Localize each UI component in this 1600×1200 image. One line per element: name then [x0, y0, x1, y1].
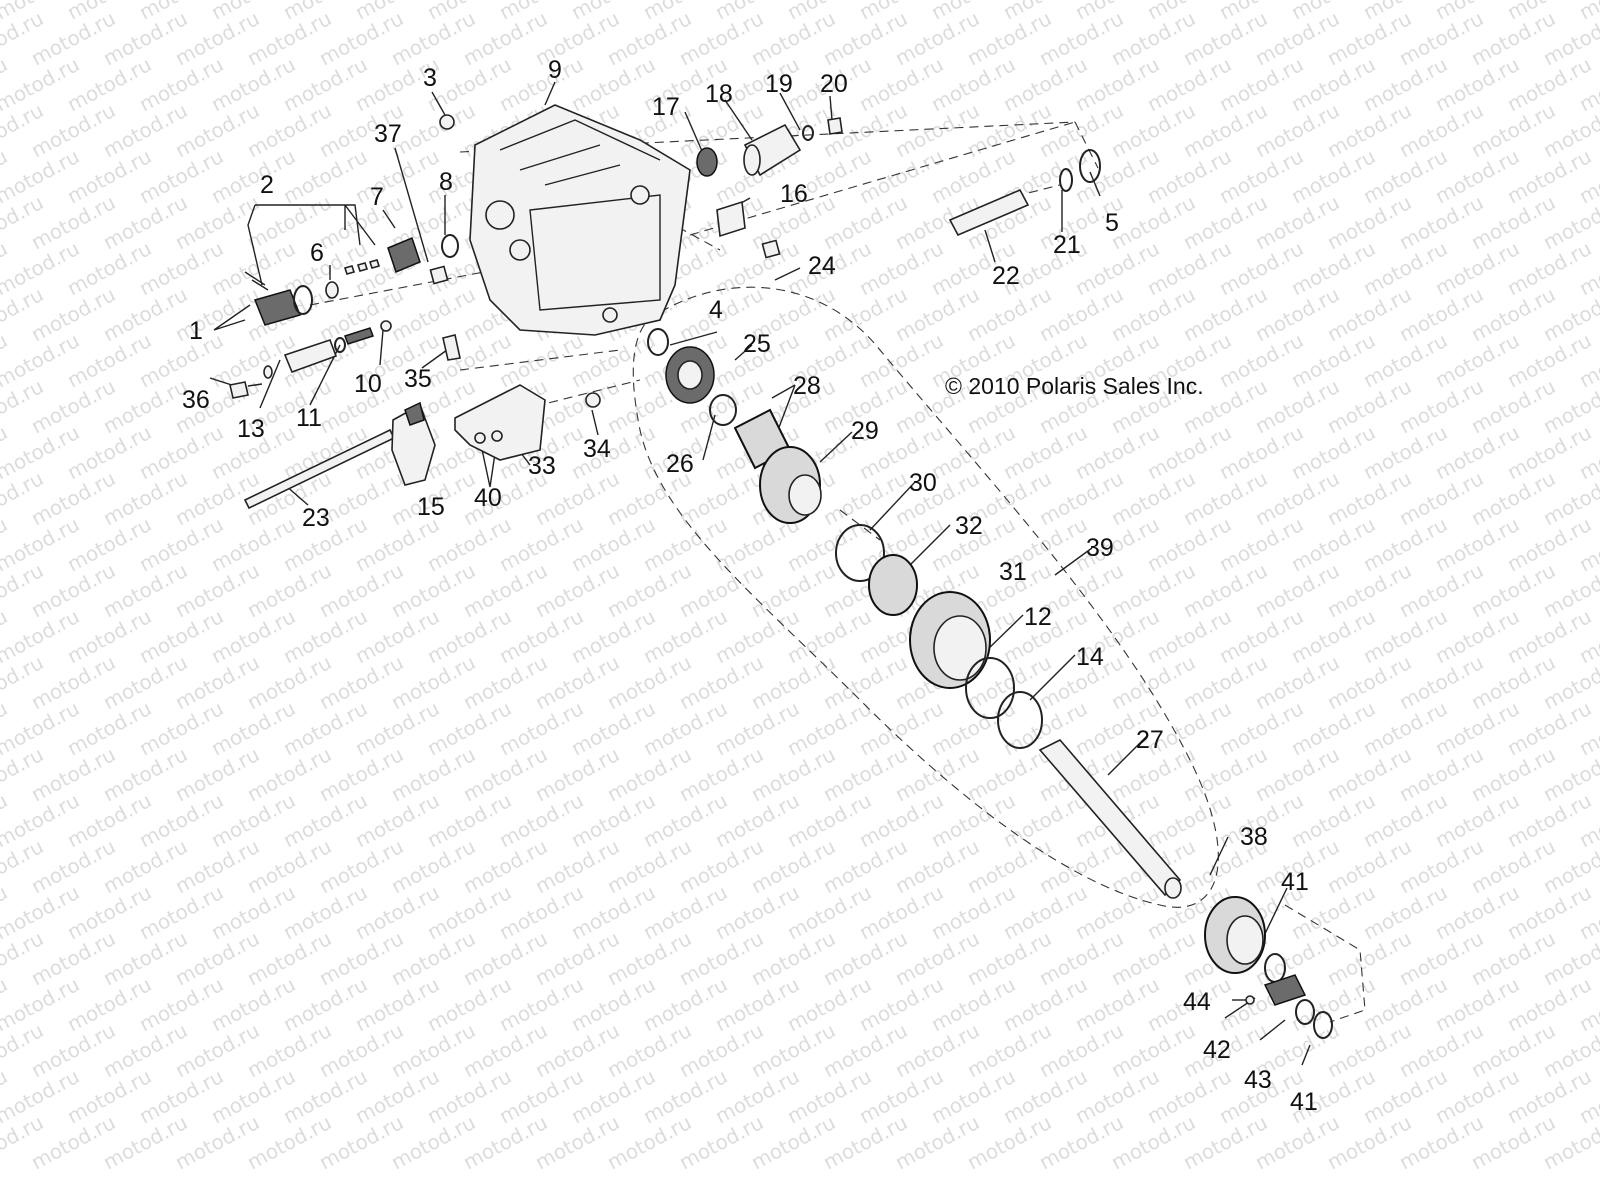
callout-35: 35: [404, 365, 432, 393]
callout-5: 5: [1105, 209, 1119, 237]
callout-31: 31: [999, 558, 1027, 586]
right-top-components: [696, 117, 1101, 259]
copyright-notice: © 2010 Polaris Sales Inc.: [945, 373, 1204, 399]
callout-7: 7: [370, 183, 384, 211]
callout-20: 20: [820, 70, 848, 98]
callout-44: 44: [1183, 988, 1211, 1016]
transmission-case: [469, 104, 691, 336]
callout-24: 24: [808, 252, 836, 280]
callout-22: 22: [992, 262, 1020, 290]
watermark-layer: motod.rumotod.rumotod.rumotod.rumotod.ru…: [0, 0, 1600, 1174]
callout-37: 37: [374, 120, 402, 148]
callout-34: 34: [583, 435, 611, 463]
callout-43: 43: [1244, 1066, 1272, 1094]
left-hardware: [229, 114, 461, 399]
callout-26: 26: [666, 450, 694, 478]
callout-29: 29: [851, 417, 879, 445]
callout-41-bottom: 41: [1290, 1088, 1318, 1116]
callout-2: 2: [260, 171, 274, 199]
callout-30: 30: [909, 469, 937, 497]
callout-28: 28: [793, 372, 821, 400]
callout-14: 14: [1076, 643, 1104, 671]
callout-42: 42: [1203, 1036, 1231, 1064]
callout-9: 9: [548, 56, 562, 84]
callout-33: 33: [528, 452, 556, 480]
callout-32: 32: [955, 512, 983, 540]
callout-27: 27: [1136, 726, 1164, 754]
callout-21: 21: [1053, 231, 1081, 259]
shaft-gears: [647, 328, 1333, 1039]
callout-10: 10: [354, 370, 382, 398]
callout-18: 18: [705, 80, 733, 108]
part-callouts: 1 2 3 4 5 6 7 8 9 10 11 12 13 14 15 16 1…: [182, 56, 1318, 1116]
callout-8: 8: [439, 168, 453, 196]
callout-41-top: 41: [1281, 868, 1309, 896]
callout-1: 1: [189, 317, 203, 345]
callout-4: 4: [709, 296, 723, 324]
callout-13: 13: [237, 415, 265, 443]
callout-12: 12: [1024, 603, 1052, 631]
callout-40: 40: [474, 484, 502, 512]
callout-11: 11: [296, 404, 322, 432]
shift-components: [243, 384, 601, 510]
callout-16: 16: [780, 180, 808, 208]
callout-39: 39: [1086, 534, 1114, 562]
shaft-assembly-outline: [632, 286, 1219, 908]
callout-17: 17: [652, 93, 680, 121]
callout-15: 15: [417, 493, 445, 521]
callout-3: 3: [423, 64, 437, 92]
callout-36: 36: [182, 386, 210, 414]
callout-19: 19: [765, 70, 793, 98]
callout-38: 38: [1240, 823, 1268, 851]
callout-25: 25: [743, 330, 771, 358]
callout-6: 6: [310, 239, 324, 267]
callout-23: 23: [302, 504, 330, 532]
